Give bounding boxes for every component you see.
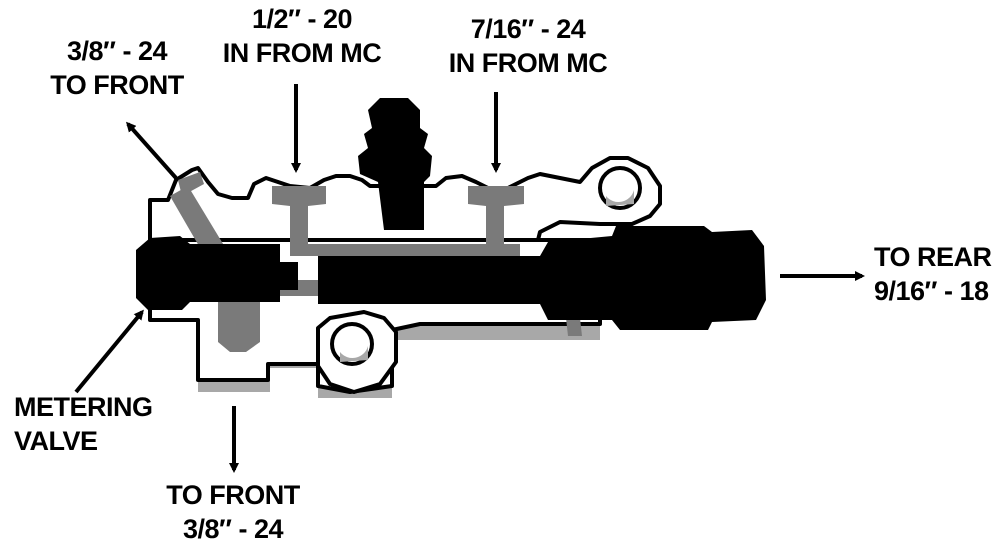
label-in-mc-left-line2: IN FROM MC xyxy=(222,38,382,68)
rear-fitting xyxy=(318,226,766,330)
label-front-upper-line1: 3/8″ - 24 xyxy=(67,36,168,66)
label-metering-valve: METERING VALVE xyxy=(14,390,164,458)
arrows xyxy=(74,84,865,473)
label-in-mc-right-line2: IN FROM MC xyxy=(448,48,608,78)
label-in-mc-left: 1/2″ - 20 IN FROM MC xyxy=(212,2,392,70)
label-rear-line2: 9/16″ - 18 xyxy=(874,276,989,306)
top-switch-plug xyxy=(358,98,432,230)
label-front-lower-line2: 3/8″ - 24 xyxy=(183,514,284,544)
label-front-upper-line2: TO FRONT xyxy=(50,70,184,100)
label-in-mc-left-line1: 1/2″ - 20 xyxy=(252,4,353,34)
label-front-lower: TO FRONT 3/8″ - 24 xyxy=(158,478,308,546)
label-front-lower-line1: TO FRONT xyxy=(166,480,300,510)
label-in-mc-right-line1: 7/16″ - 24 xyxy=(470,14,586,44)
label-front-upper: 3/8″ - 24 TO FRONT xyxy=(42,34,192,102)
arrow-front-upper xyxy=(126,121,178,180)
label-rear: TO REAR 9/16″ - 18 xyxy=(874,240,1003,308)
metering-valve xyxy=(136,236,298,310)
label-metering-valve-line1: METERING xyxy=(14,392,153,422)
arrow-metering-valve xyxy=(74,309,144,394)
label-metering-valve-line2: VALVE xyxy=(14,426,98,456)
label-in-mc-right: 7/16″ - 24 IN FROM MC xyxy=(436,12,620,80)
label-rear-line1: TO REAR xyxy=(874,242,992,272)
